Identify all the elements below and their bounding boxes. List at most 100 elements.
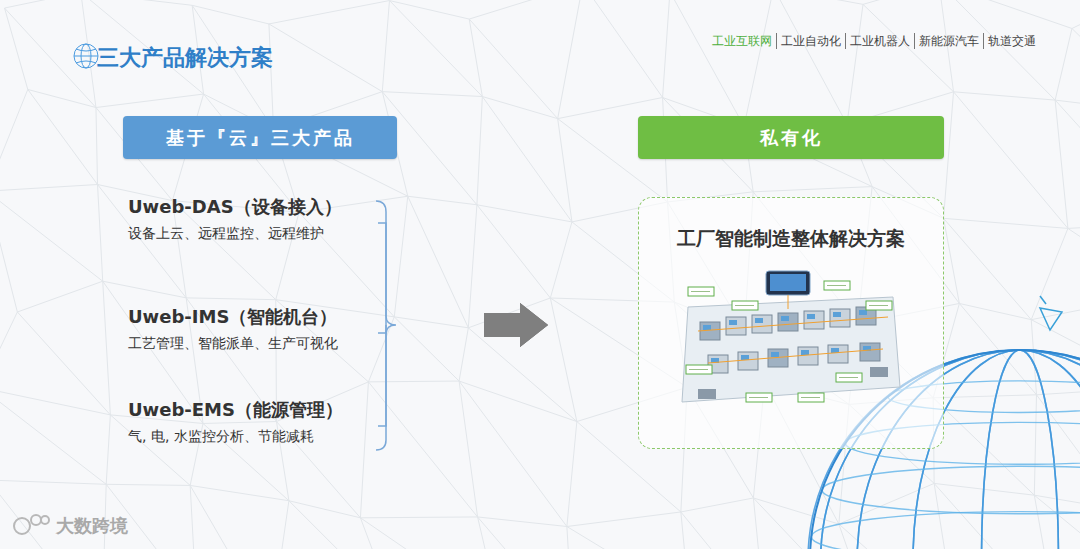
machine	[778, 313, 798, 331]
mesh-line	[663, 0, 670, 98]
mesh-line	[567, 512, 681, 527]
mesh-line	[477, 97, 482, 205]
mesh-line	[28, 89, 96, 107]
merge-arrow	[378, 303, 548, 426]
mesh-line	[459, 381, 567, 526]
mesh-line	[469, 19, 482, 96]
mesh-line	[96, 94, 204, 107]
mesh-line	[681, 512, 765, 549]
mesh-line	[269, 24, 382, 92]
mesh-line	[1055, 100, 1080, 223]
mesh-line	[382, 1, 389, 92]
globe-outline	[810, 350, 1080, 549]
title-globe-icon	[74, 44, 98, 68]
mesh-line	[550, 298, 577, 422]
globe-meridian	[821, 350, 1080, 549]
mesh-line	[1034, 395, 1036, 495]
merge-arrow	[378, 303, 548, 347]
mesh-line	[408, 196, 477, 205]
title: 三大产品解决方案	[97, 43, 273, 73]
mesh-line	[1055, 100, 1080, 113]
mesh-line	[774, 0, 863, 4]
header-band: 私有化	[638, 116, 944, 159]
watermark-text: 大数跨境	[56, 515, 128, 536]
mesh-line	[847, 4, 863, 124]
monitor	[766, 271, 810, 295]
tag-box	[836, 373, 862, 382]
mesh-line	[98, 185, 103, 282]
mesh-line	[939, 0, 1072, 28]
mesh-line	[382, 92, 482, 97]
tag-box	[824, 281, 850, 290]
mesh-line	[0, 480, 106, 484]
conveyor	[698, 295, 888, 363]
tag-line	[827, 285, 846, 286]
mesh-line	[0, 89, 28, 191]
tag-line	[735, 305, 754, 306]
mesh-line	[558, 119, 572, 222]
machine-panel	[781, 316, 789, 321]
mesh-line	[106, 484, 190, 485]
mesh-line	[408, 196, 469, 328]
machine	[804, 311, 824, 329]
mesh-line	[753, 187, 872, 192]
mesh-line	[478, 517, 567, 527]
mesh-line	[28, 89, 98, 184]
mesh-line	[106, 415, 110, 484]
block-arrow	[484, 303, 548, 347]
tag-box	[732, 301, 758, 310]
mesh-line	[1055, 100, 1068, 228]
mesh-line	[269, 24, 274, 129]
machine-panel	[741, 355, 749, 360]
tag-line	[691, 291, 710, 292]
machine-panel	[801, 350, 809, 355]
mesh-line	[394, 317, 468, 328]
mesh-line	[81, 0, 96, 108]
mesh-line	[0, 388, 110, 415]
mesh-line	[567, 527, 689, 549]
mesh-line	[360, 518, 500, 549]
machine-panel	[729, 320, 737, 325]
mesh-line	[192, 5, 269, 24]
machine	[752, 315, 772, 333]
mesh-line	[186, 298, 276, 300]
mesh-line	[0, 191, 17, 312]
mesh-line	[0, 191, 103, 281]
title-text: 三大产品解决方案	[97, 45, 273, 70]
tag-box	[746, 393, 772, 402]
screen	[770, 274, 806, 291]
band-text: 私有化	[760, 126, 823, 150]
bracket-branch	[378, 325, 386, 426]
mesh-line	[1068, 223, 1080, 228]
globe-meridian	[982, 350, 1059, 549]
mesh-line	[389, 1, 469, 20]
mesh-line	[944, 218, 960, 303]
tag-box	[686, 365, 712, 374]
machine-panel	[755, 318, 763, 323]
machine	[828, 345, 848, 363]
nav-item: 新能源汽车	[914, 33, 983, 49]
bracket	[376, 201, 396, 450]
mesh-line	[289, 501, 393, 549]
floor	[682, 297, 900, 402]
mesh-line	[0, 480, 2, 549]
bracket-branch	[378, 325, 386, 333]
mesh-line	[459, 328, 468, 381]
corner-triangles	[1040, 296, 1062, 330]
mesh-line	[5, 0, 81, 8]
wireframe-globe	[808, 350, 1080, 549]
mesh-line	[0, 480, 102, 549]
block-arrow	[484, 303, 548, 347]
machine	[738, 352, 758, 370]
mesh-line	[360, 518, 393, 549]
globe-meridian	[821, 350, 1080, 549]
product-features: 气, 电, 水监控分析、节能减耗	[128, 428, 378, 446]
globe-parallel	[811, 512, 1080, 549]
solution-box: 工厂智能制造整体解决方案	[638, 197, 944, 449]
mesh-line	[1068, 228, 1080, 293]
machine-panel	[833, 312, 841, 317]
mesh-line	[103, 281, 186, 298]
mesh-line	[203, 422, 276, 424]
mesh-line	[863, 0, 939, 4]
mesh-line	[360, 516, 477, 518]
